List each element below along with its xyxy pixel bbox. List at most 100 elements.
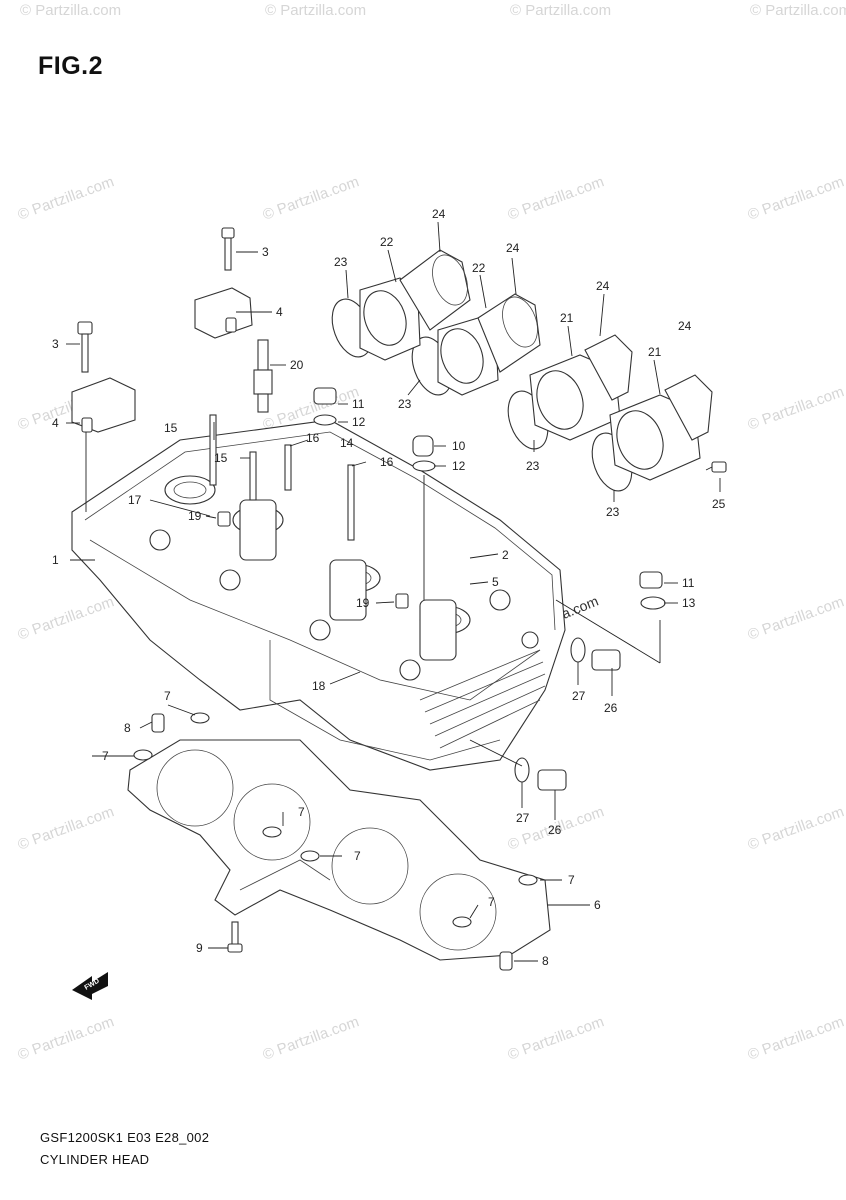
callout-5: 5 xyxy=(492,575,499,589)
intake-pipe-part xyxy=(529,334,633,441)
bolt-part xyxy=(77,321,93,373)
callout-7: 7 xyxy=(298,805,305,819)
figure-title: FIG.2 xyxy=(38,52,104,80)
watermark: © Partzilla.com xyxy=(746,1013,846,1064)
callout-23: 23 xyxy=(606,505,620,519)
intake-pipes-group xyxy=(331,249,727,492)
small-parts-left xyxy=(71,227,666,791)
camshaft-holder-part xyxy=(194,287,253,339)
screw-part xyxy=(705,461,727,473)
dowel-pin-part xyxy=(499,951,513,971)
watermark: © Partzilla.com xyxy=(750,2,846,19)
callout-24: 24 xyxy=(432,207,446,221)
washer-part xyxy=(640,596,666,610)
intake-pipe-part xyxy=(437,293,541,396)
callout-24: 24 xyxy=(506,241,520,255)
watermark: © Partzilla.com xyxy=(16,593,117,644)
washer-part xyxy=(313,414,337,426)
watermark: © Partzilla.com xyxy=(746,803,846,854)
callout-19: 19 xyxy=(188,509,202,523)
nut-part xyxy=(639,571,663,589)
callout-25: 25 xyxy=(712,497,726,511)
callout-27: 27 xyxy=(572,689,586,703)
watermark: © Partzilla.com xyxy=(746,593,846,644)
callout-21: 21 xyxy=(560,311,574,325)
watermark: © Partzilla.com xyxy=(746,173,846,224)
ring-part xyxy=(190,712,210,724)
callout-7: 7 xyxy=(568,873,575,887)
callout-14: 14 xyxy=(340,436,354,450)
callout-8: 8 xyxy=(124,721,131,735)
ring-part xyxy=(518,874,538,886)
plug-part xyxy=(514,757,567,791)
watermark: © Partzilla.com xyxy=(506,173,607,224)
callout-22: 22 xyxy=(380,235,394,249)
callout-27: 27 xyxy=(516,811,530,825)
callout-7: 7 xyxy=(488,895,495,909)
callout-17: 17 xyxy=(128,493,142,507)
callout-3: 3 xyxy=(52,337,59,351)
callout-4: 4 xyxy=(276,305,283,319)
callout-9: 9 xyxy=(196,941,203,955)
callout-15: 15 xyxy=(164,421,178,435)
spark-plug-part xyxy=(253,339,273,413)
cylinder-head-part xyxy=(71,414,566,771)
callout-18: 18 xyxy=(312,679,326,693)
callout-3: 3 xyxy=(262,245,269,259)
callout-26: 26 xyxy=(604,701,618,715)
ring-part xyxy=(300,850,320,862)
callout-19: 19 xyxy=(356,596,370,610)
watermark: © Partzilla.com xyxy=(265,2,366,19)
watermark: © Partzilla.com xyxy=(506,1013,607,1064)
callout-13: 13 xyxy=(682,596,696,610)
watermark: © Partzilla.com xyxy=(261,1013,362,1064)
callout-23: 23 xyxy=(526,459,540,473)
dowel-pin-part xyxy=(151,713,165,733)
callout-7: 7 xyxy=(102,749,109,763)
callout-16: 16 xyxy=(380,455,394,469)
bolt-part xyxy=(217,511,231,527)
watermark: © Partzilla.com xyxy=(510,2,611,19)
diagram-code: GSF1200SK1 E03 E28_002 xyxy=(40,1130,210,1145)
callout-7: 7 xyxy=(164,689,171,703)
callout-12: 12 xyxy=(452,459,466,473)
cap-nut-part xyxy=(412,435,434,457)
forward-arrow-icon: FWD xyxy=(72,972,108,1000)
intake-pipe-part xyxy=(609,374,713,481)
washer-part xyxy=(412,460,436,472)
callout-10: 10 xyxy=(452,439,466,453)
callout-labels: 1 2 3 3 4 4 5 6 7 7 7 7 7 7 8 8 9 10 11 … xyxy=(52,207,726,968)
watermark: © Partzilla.com xyxy=(746,383,846,434)
intake-pipe-part xyxy=(359,249,471,361)
callout-22: 22 xyxy=(472,261,486,275)
dowel-pin-part xyxy=(225,317,237,333)
callout-24: 24 xyxy=(678,319,692,333)
callout-23: 23 xyxy=(398,397,412,411)
ring-part xyxy=(133,749,153,761)
diagram-name: CYLINDER HEAD xyxy=(40,1152,150,1167)
callout-16: 16 xyxy=(306,431,320,445)
callout-7: 7 xyxy=(354,849,361,863)
watermark: © Partzilla.com xyxy=(16,1013,117,1064)
head-gasket-part xyxy=(127,712,551,971)
dowel-pin-part xyxy=(81,417,93,433)
callout-2: 2 xyxy=(502,548,509,562)
callout-6: 6 xyxy=(594,898,601,912)
callout-12: 12 xyxy=(352,415,366,429)
ring-part xyxy=(452,916,472,928)
nut-part xyxy=(313,387,337,405)
bolt-part xyxy=(227,921,243,953)
callout-20: 20 xyxy=(290,358,304,372)
callout-8: 8 xyxy=(542,954,549,968)
callout-24: 24 xyxy=(596,279,610,293)
watermark: © Partzilla.com xyxy=(20,2,121,19)
watermark: © Partzilla.com xyxy=(16,803,117,854)
callout-11: 11 xyxy=(682,576,695,590)
watermark: © Partzilla.com xyxy=(261,173,362,224)
callout-4: 4 xyxy=(52,416,59,430)
callout-26: 26 xyxy=(548,823,562,837)
bolt-part xyxy=(221,227,235,271)
callout-15: 15 xyxy=(214,451,228,465)
callout-23: 23 xyxy=(334,255,348,269)
